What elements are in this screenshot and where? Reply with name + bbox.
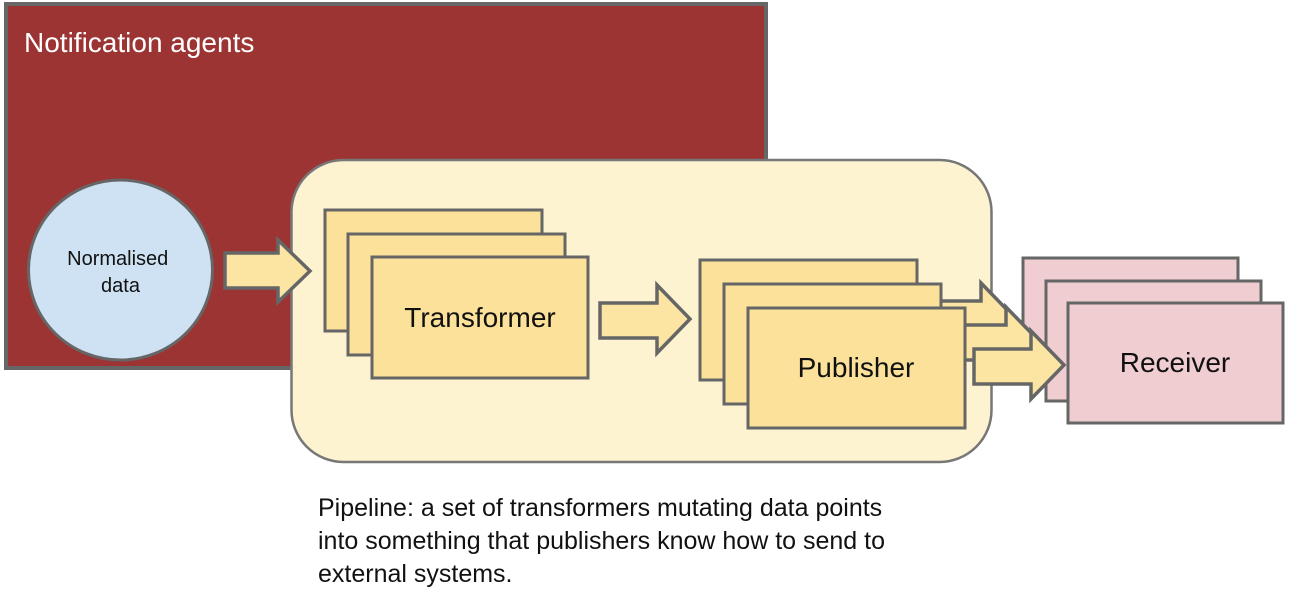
transformer-card-front (370, 255, 590, 380)
arrow-publisher-to-receiver-front (972, 326, 1067, 404)
arrow-source-to-transformer (223, 235, 313, 307)
pipeline-caption-line3: external systems. (318, 560, 513, 588)
normalised-data-label-line1: Normalised (67, 248, 168, 270)
transformer-label: Transformer (404, 302, 555, 333)
pipeline-caption-line2: into something that publishers know how … (318, 527, 885, 555)
normalised-data-label-line2: data (101, 275, 141, 297)
arrow-transformer-to-publisher (598, 280, 693, 358)
receiver-card-front (1066, 301, 1285, 425)
normalised-data-label: Normalised data (67, 248, 174, 297)
pipeline-caption-line1: Pipeline: a set of transformers mutating… (318, 494, 882, 522)
publisher-stack: Publisher (698, 258, 967, 430)
notification-agents-title: Notification agents (24, 27, 254, 58)
receiver-label: Receiver (1120, 347, 1230, 378)
source-node: Normalised data (27, 178, 214, 362)
publisher-card-front (746, 306, 967, 430)
normalised-data-circle (27, 178, 214, 362)
pipeline-caption: Pipeline: a set of transformers mutating… (318, 494, 892, 588)
receiver-stack-front: Receiver (1066, 301, 1285, 425)
transformer-stack: Transformer (323, 208, 590, 380)
publisher-label: Publisher (798, 352, 915, 383)
